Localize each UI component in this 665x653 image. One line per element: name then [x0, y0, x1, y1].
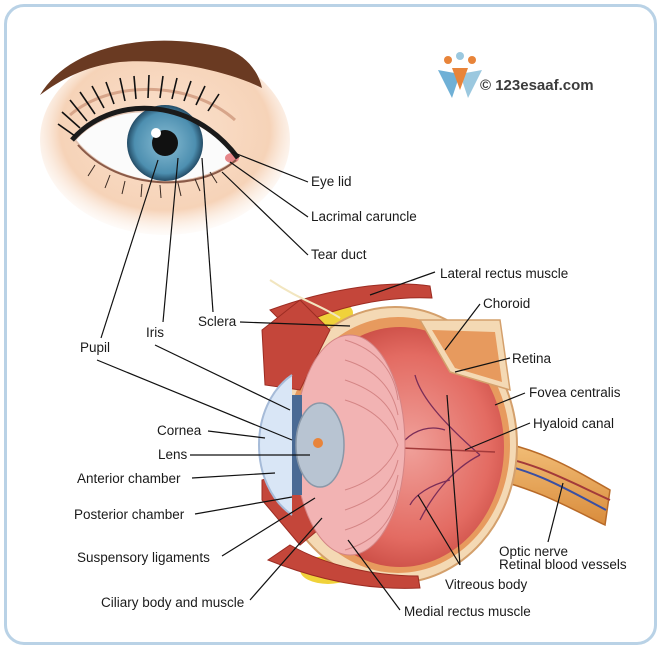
site-logo	[438, 52, 482, 98]
label-cornea: Cornea	[157, 423, 202, 438]
label-posterior-chamber: Posterior chamber	[74, 507, 185, 522]
leader-lines	[96, 151, 564, 611]
label-suspensory-ligaments: Suspensory ligaments	[77, 550, 210, 565]
eyebrow	[40, 40, 262, 95]
label-ciliary-body-and-muscle: Ciliary body and muscle	[101, 595, 245, 610]
cornea	[258, 374, 293, 516]
label-pupil: Pupil	[80, 340, 111, 355]
ciliary-body	[294, 334, 406, 556]
label-lateral-rectus-muscle: Lateral rectus muscle	[440, 266, 569, 281]
label-fovea-centralis: Fovea centralis	[529, 385, 621, 400]
label-retina: Retina	[512, 351, 552, 366]
retinal-blood-vessels	[404, 374, 481, 521]
label-lacrimal-caruncle: Lacrimal caruncle	[311, 209, 417, 224]
external-eye	[40, 40, 290, 235]
label-iris: Iris	[146, 325, 164, 340]
eyelashes	[57, 74, 220, 137]
label-tear-duct: Tear duct	[311, 247, 367, 262]
label-vitreous-body: Vitreous body	[445, 577, 528, 592]
watermark-text: © 123esaaf.com	[480, 77, 594, 94]
label-choroid: Choroid	[483, 296, 531, 311]
label-optic-nerve: Optic nerve	[499, 544, 569, 559]
label-medial-rectus-muscle: Medial rectus muscle	[404, 604, 531, 619]
label-eye-lid: Eye lid	[311, 174, 352, 189]
label-sclera: Sclera	[198, 314, 237, 329]
eye-cross-section	[258, 279, 611, 589]
medial-rectus	[266, 544, 421, 589]
label-hyaloid-canal: Hyaloid canal	[533, 416, 615, 431]
label-anterior-chamber: Anterior chamber	[77, 471, 181, 486]
label-retinal-blood-vessels: Retinal blood vessels	[499, 557, 627, 572]
label-lens: Lens	[158, 447, 188, 462]
